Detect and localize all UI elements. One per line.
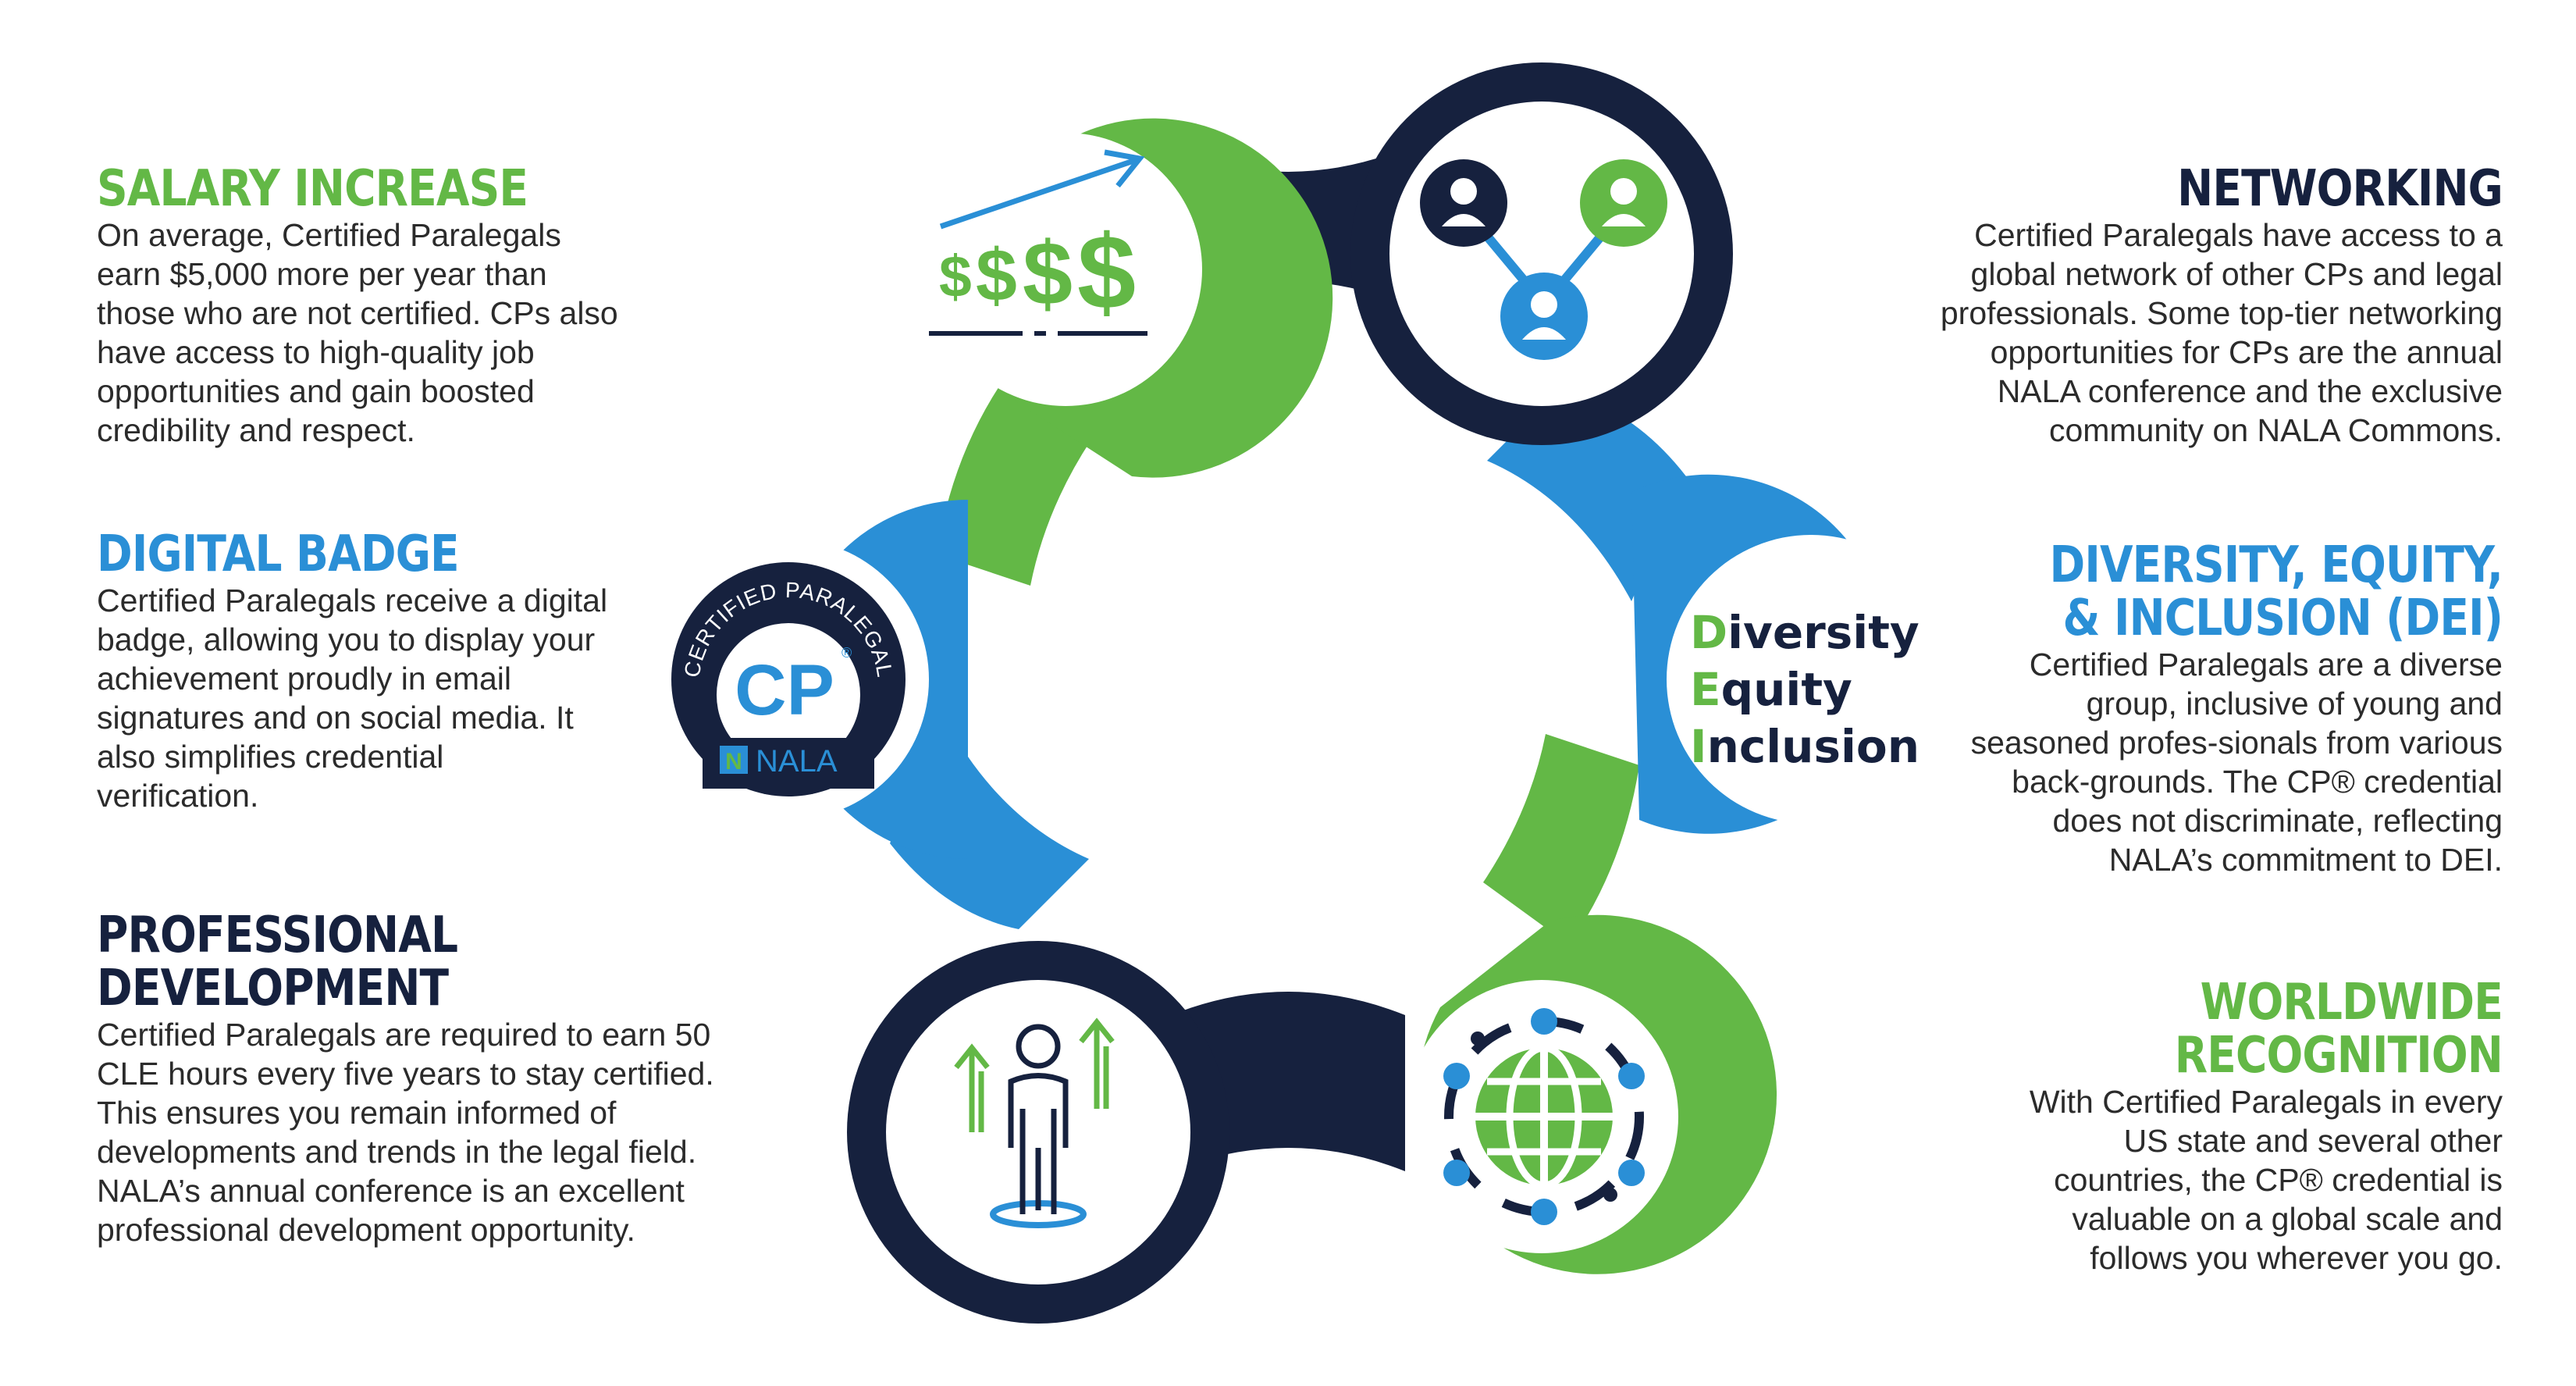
svg-text:$: $ (939, 244, 972, 309)
networking-circle (1350, 62, 1733, 445)
professional-development-body: Certified Paralegals are required to ear… (97, 1017, 714, 1248)
badge-circle: CERTIFIED PARALEGAL CP ® N NALA (648, 500, 968, 859)
rising-dollars-icon: $ $ $ $ (929, 149, 1147, 336)
worldwide-recognition-title: WORLDWIDE RECOGNITION (2174, 974, 2503, 1085)
professional-circle (847, 941, 1229, 1324)
nala-logo-square (720, 746, 748, 774)
badge-cp-mark: CP (735, 650, 834, 730)
networking-body: Certified Paralegals have access to a gl… (1940, 217, 2503, 448)
dei-title-line2: & INCLUSION (DEI) (2062, 590, 2503, 647)
salary-circle-face (929, 133, 1202, 406)
connector-badge-salary (937, 375, 1093, 586)
person-growth-icon (954, 1017, 1115, 1228)
digital-badge-block: DIGITAL BADGE Certified Paralegals recei… (97, 528, 628, 815)
networking-block: NETWORKING Certified Paralegals have acc… (1925, 162, 2503, 450)
worldwide-circle (1405, 914, 1777, 1274)
svg-text:$: $ (976, 234, 1017, 317)
dei-title-line1: DIVERSITY, EQUITY, (2049, 536, 2503, 594)
network-people-icon (1420, 159, 1667, 360)
professional-development-block: PROFESSIONAL DEVELOPMENT Certified Paral… (97, 909, 784, 1249)
salary-increase-title: SALARY INCREASE (97, 160, 528, 218)
connector-globe-person (1171, 992, 1405, 1171)
nala-logo-letter: N (725, 749, 742, 775)
svg-text:$: $ (1077, 213, 1136, 331)
globe-network-icon (1443, 1008, 1645, 1225)
dei-word-equity: Equity (1690, 663, 1852, 716)
connector-dei-globe (1483, 734, 1639, 945)
digital-badge-body: Certified Paralegals receive a digital b… (97, 583, 608, 814)
dei-circle: Diversity Equity Inclusion (1631, 474, 1955, 834)
networking-title: NETWORKING (2177, 160, 2503, 218)
svg-text:$: $ (1023, 224, 1073, 324)
digital-badge-title: DIGITAL BADGE (97, 526, 460, 583)
worldwide-recognition-block: WORLDWIDE RECOGNITION With Certified Par… (1909, 976, 2503, 1277)
networking-circle-face (1389, 102, 1694, 406)
badge-org-text: NALA (756, 744, 838, 779)
badge-registered-mark: ® (841, 645, 852, 661)
salary-circle: $ $ $ $ (929, 118, 1333, 478)
salary-increase-body: On average, Certified Paralegals earn $5… (97, 217, 618, 448)
professional-development-title-line1: PROFESSIONAL (97, 907, 458, 964)
dei-word-inclusion: Inclusion (1690, 720, 1920, 773)
dei-block: DIVERSITY, EQUITY, & INCLUSION (DEI) Cer… (1956, 539, 2503, 879)
cp-badge-icon: CERTIFIED PARALEGAL CP ® N NALA (671, 562, 906, 796)
dei-text: Diversity Equity Inclusion (1690, 606, 1920, 773)
professional-development-title-line2: DEVELOPMENT (97, 960, 449, 1017)
dei-circle-face (1667, 535, 1955, 824)
dei-body: Certified Paralegals are a diverse group… (1970, 647, 2503, 878)
salary-increase-block: SALARY INCREASE On average, Certified Pa… (97, 162, 659, 450)
worldwide-recognition-body: With Certified Paralegals in every US st… (2029, 1084, 2503, 1276)
dei-word-diversity: Diversity (1690, 606, 1920, 659)
